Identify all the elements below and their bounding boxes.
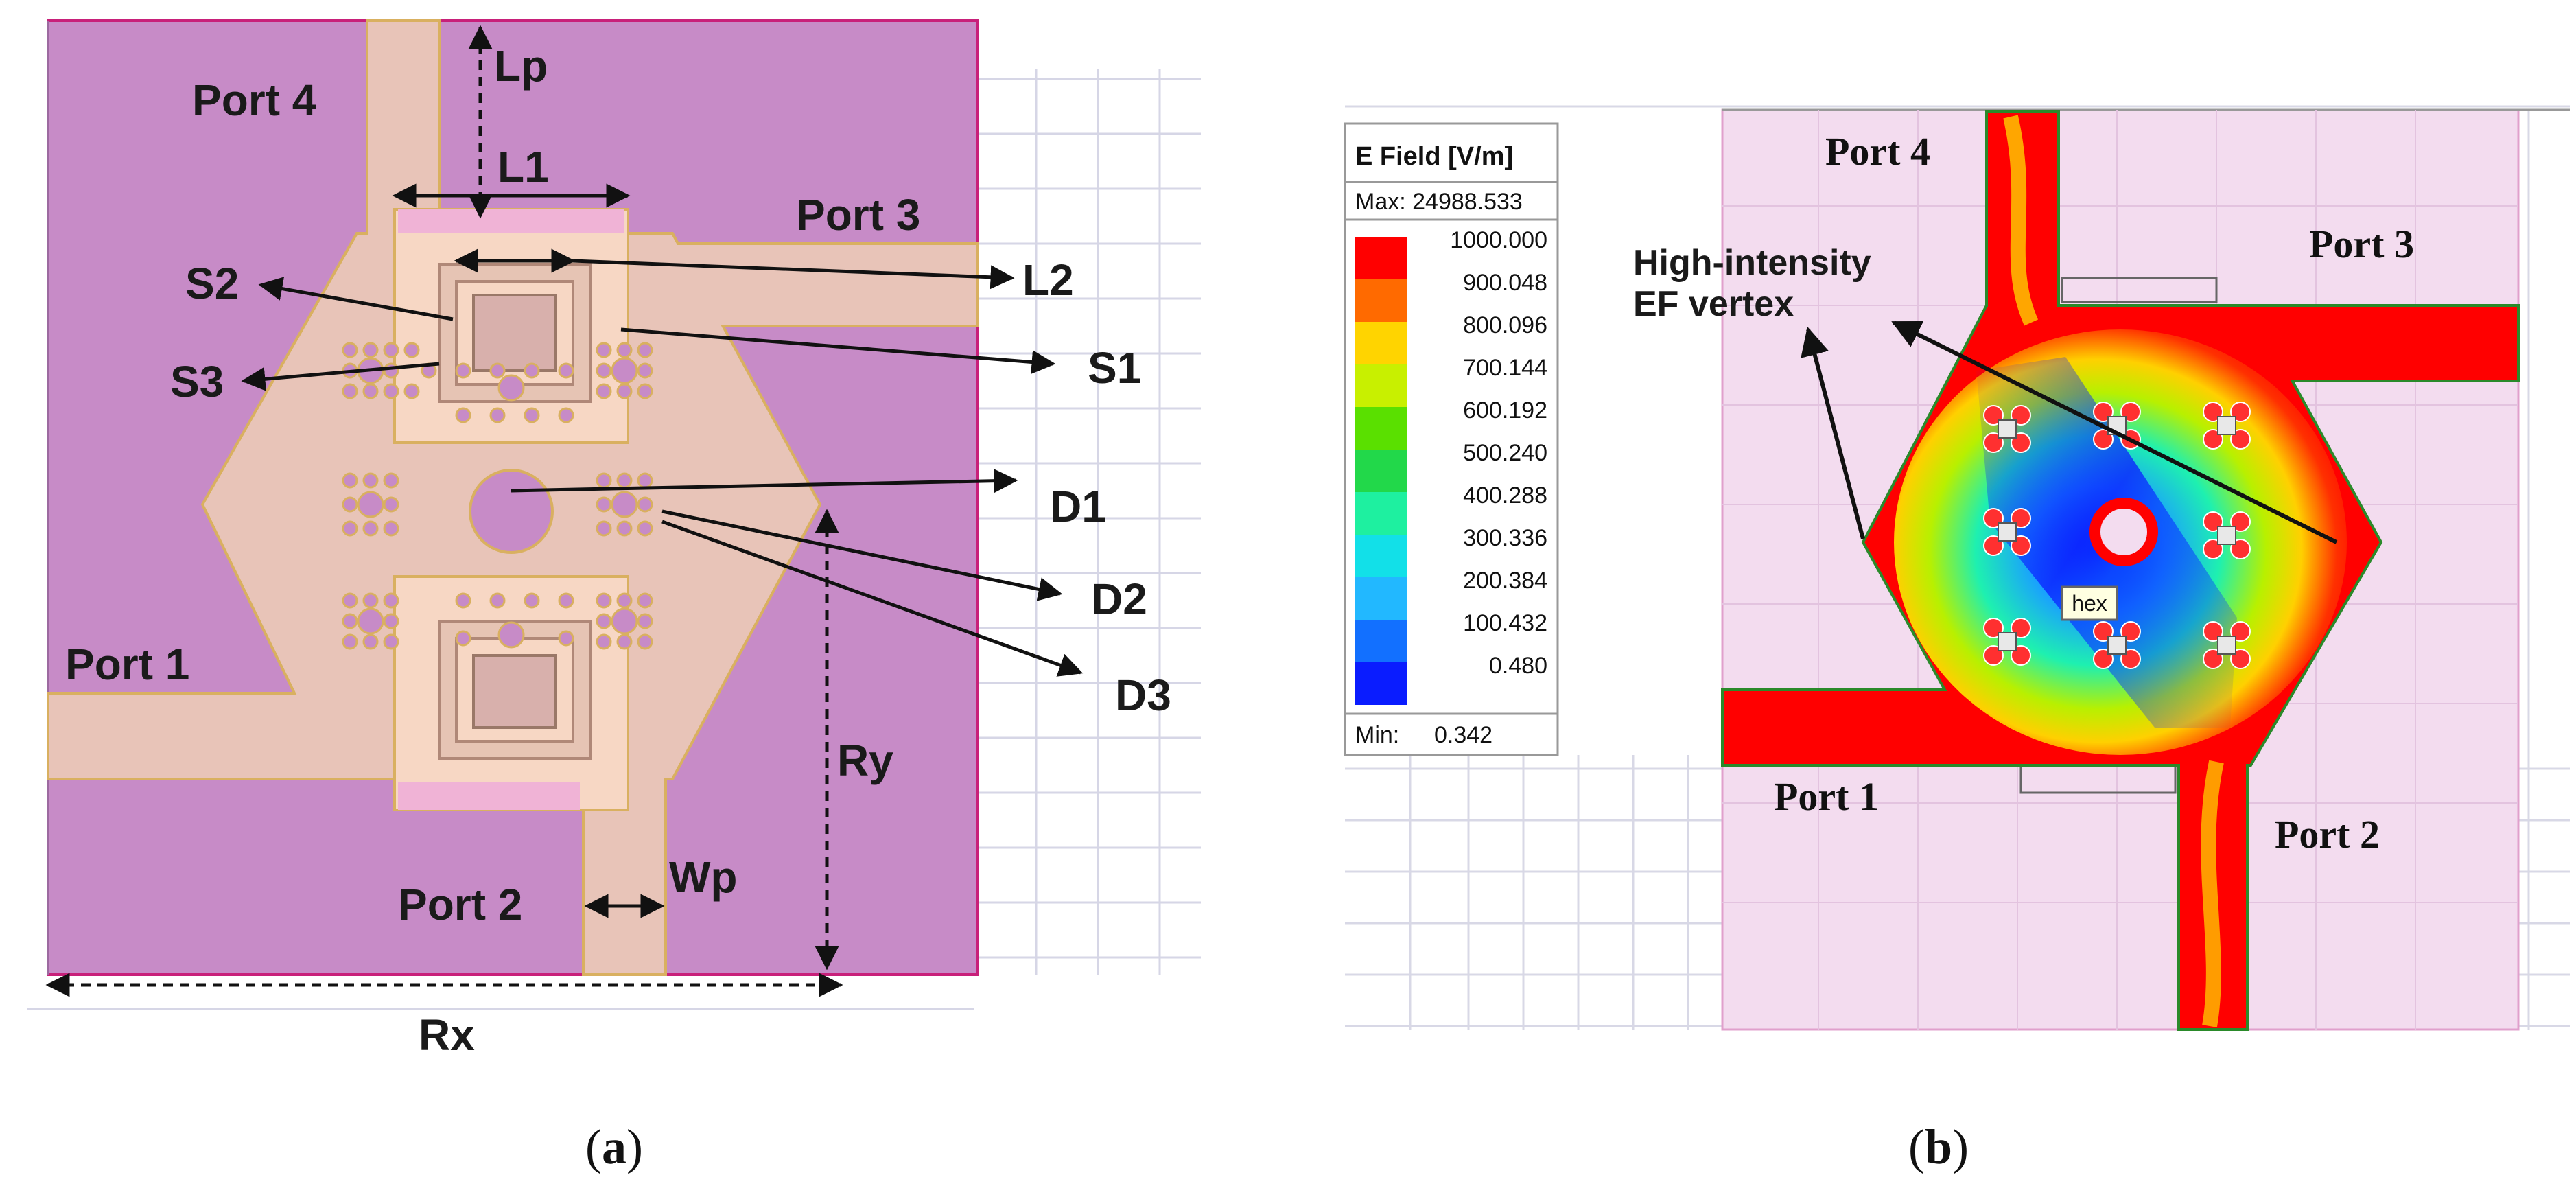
legend-swatch <box>1355 237 1407 279</box>
legend-tick-label: 700.144 <box>1463 355 1547 381</box>
panel-a: Port 4 Port 3 Port 1 Port 2 Lp L1 L2 S2 … <box>27 19 1201 1174</box>
d3-label: D3 <box>1115 671 1171 720</box>
field-spots <box>1983 402 2251 669</box>
dimension-arrows <box>45 25 1084 997</box>
port2-label-a: Port 2 <box>398 880 522 929</box>
ry-label: Ry <box>837 736 893 785</box>
legend-tick-label: 1000.000 <box>1450 227 1547 253</box>
port1-label-a: Port 1 <box>65 640 189 689</box>
legend-swatch <box>1355 620 1407 662</box>
panel-a-labels: Port 4 Port 3 Port 1 Port 2 Lp L1 L2 S2 … <box>65 41 1171 1060</box>
legend-swatch <box>1355 279 1407 322</box>
panel-b: hex E Field [V/m] Max: 24988.533 1000.00… <box>1344 105 2570 1174</box>
legend-tick-label: 900.048 <box>1463 270 1547 296</box>
legend-min-label: Min: <box>1355 722 1399 748</box>
port4-label-a: Port 4 <box>192 75 317 125</box>
legend-tick-label: 800.096 <box>1463 312 1547 338</box>
legend-tick-label: 100.432 <box>1463 610 1547 636</box>
via-holes <box>342 342 653 650</box>
wp-label: Wp <box>669 852 738 902</box>
legend-swatch <box>1355 407 1407 450</box>
d2-label: D2 <box>1091 574 1147 624</box>
l2-label: L2 <box>1022 255 1074 305</box>
legend-tick-label: 300.336 <box>1463 525 1547 551</box>
legend-min-value: 0.342 <box>1434 722 1492 748</box>
port3-label-a: Port 3 <box>796 190 920 240</box>
d1-label: D1 <box>1050 482 1106 531</box>
legend-swatch <box>1355 450 1407 492</box>
s2-label: S2 <box>185 259 239 308</box>
legend-swatch <box>1355 492 1407 535</box>
port2-label-b: Port 2 <box>2275 812 2380 857</box>
legend-swatch <box>1355 322 1407 364</box>
legend-tick-label: 600.192 <box>1463 397 1547 423</box>
lp-label: Lp <box>494 41 548 91</box>
legend-max: Max: 24988.533 <box>1355 189 1523 215</box>
rx-label: Rx <box>419 1010 475 1060</box>
svg-text:hex: hex <box>2072 591 2107 616</box>
annotation-arrows <box>1801 321 2338 544</box>
resonator-top <box>393 208 629 444</box>
s3-label: S3 <box>170 357 224 406</box>
l1-label: L1 <box>497 142 549 191</box>
port1-label-b: Port 1 <box>1774 774 1879 819</box>
annotation-line2: EF vertex <box>1633 284 1794 324</box>
grid-a <box>27 69 1201 1010</box>
hex-tooltip: hex <box>2061 585 2118 621</box>
caption-a: (a) <box>585 1119 643 1174</box>
legend-tick-label: 400.288 <box>1463 482 1547 509</box>
legend-swatch <box>1355 364 1407 407</box>
legend-swatch <box>1355 662 1407 705</box>
legend-tick-label: 200.384 <box>1463 568 1547 594</box>
resonator-bottom <box>393 575 629 811</box>
annotation-line1: High-intensity <box>1633 243 1871 283</box>
center-hole-b <box>2089 498 2158 566</box>
legend-title: E Field [V/m] <box>1355 142 1513 171</box>
port4-label-b: Port 4 <box>1825 129 1930 174</box>
s1-label: S1 <box>1088 343 1141 393</box>
legend-tick-label: 0.480 <box>1489 653 1547 679</box>
legend-swatch <box>1355 535 1407 577</box>
panel-b-labels: Port 4 Port 3 Port 1 Port 2 High-intensi… <box>1633 129 2414 857</box>
legend: E Field [V/m] Max: 24988.533 1000.000 900… <box>1344 122 1559 756</box>
legend-swatch <box>1355 577 1407 620</box>
caption-b: (b) <box>1908 1119 1969 1174</box>
port3-label-b: Port 3 <box>2309 222 2414 266</box>
legend-tick-label: 500.240 <box>1463 440 1547 466</box>
